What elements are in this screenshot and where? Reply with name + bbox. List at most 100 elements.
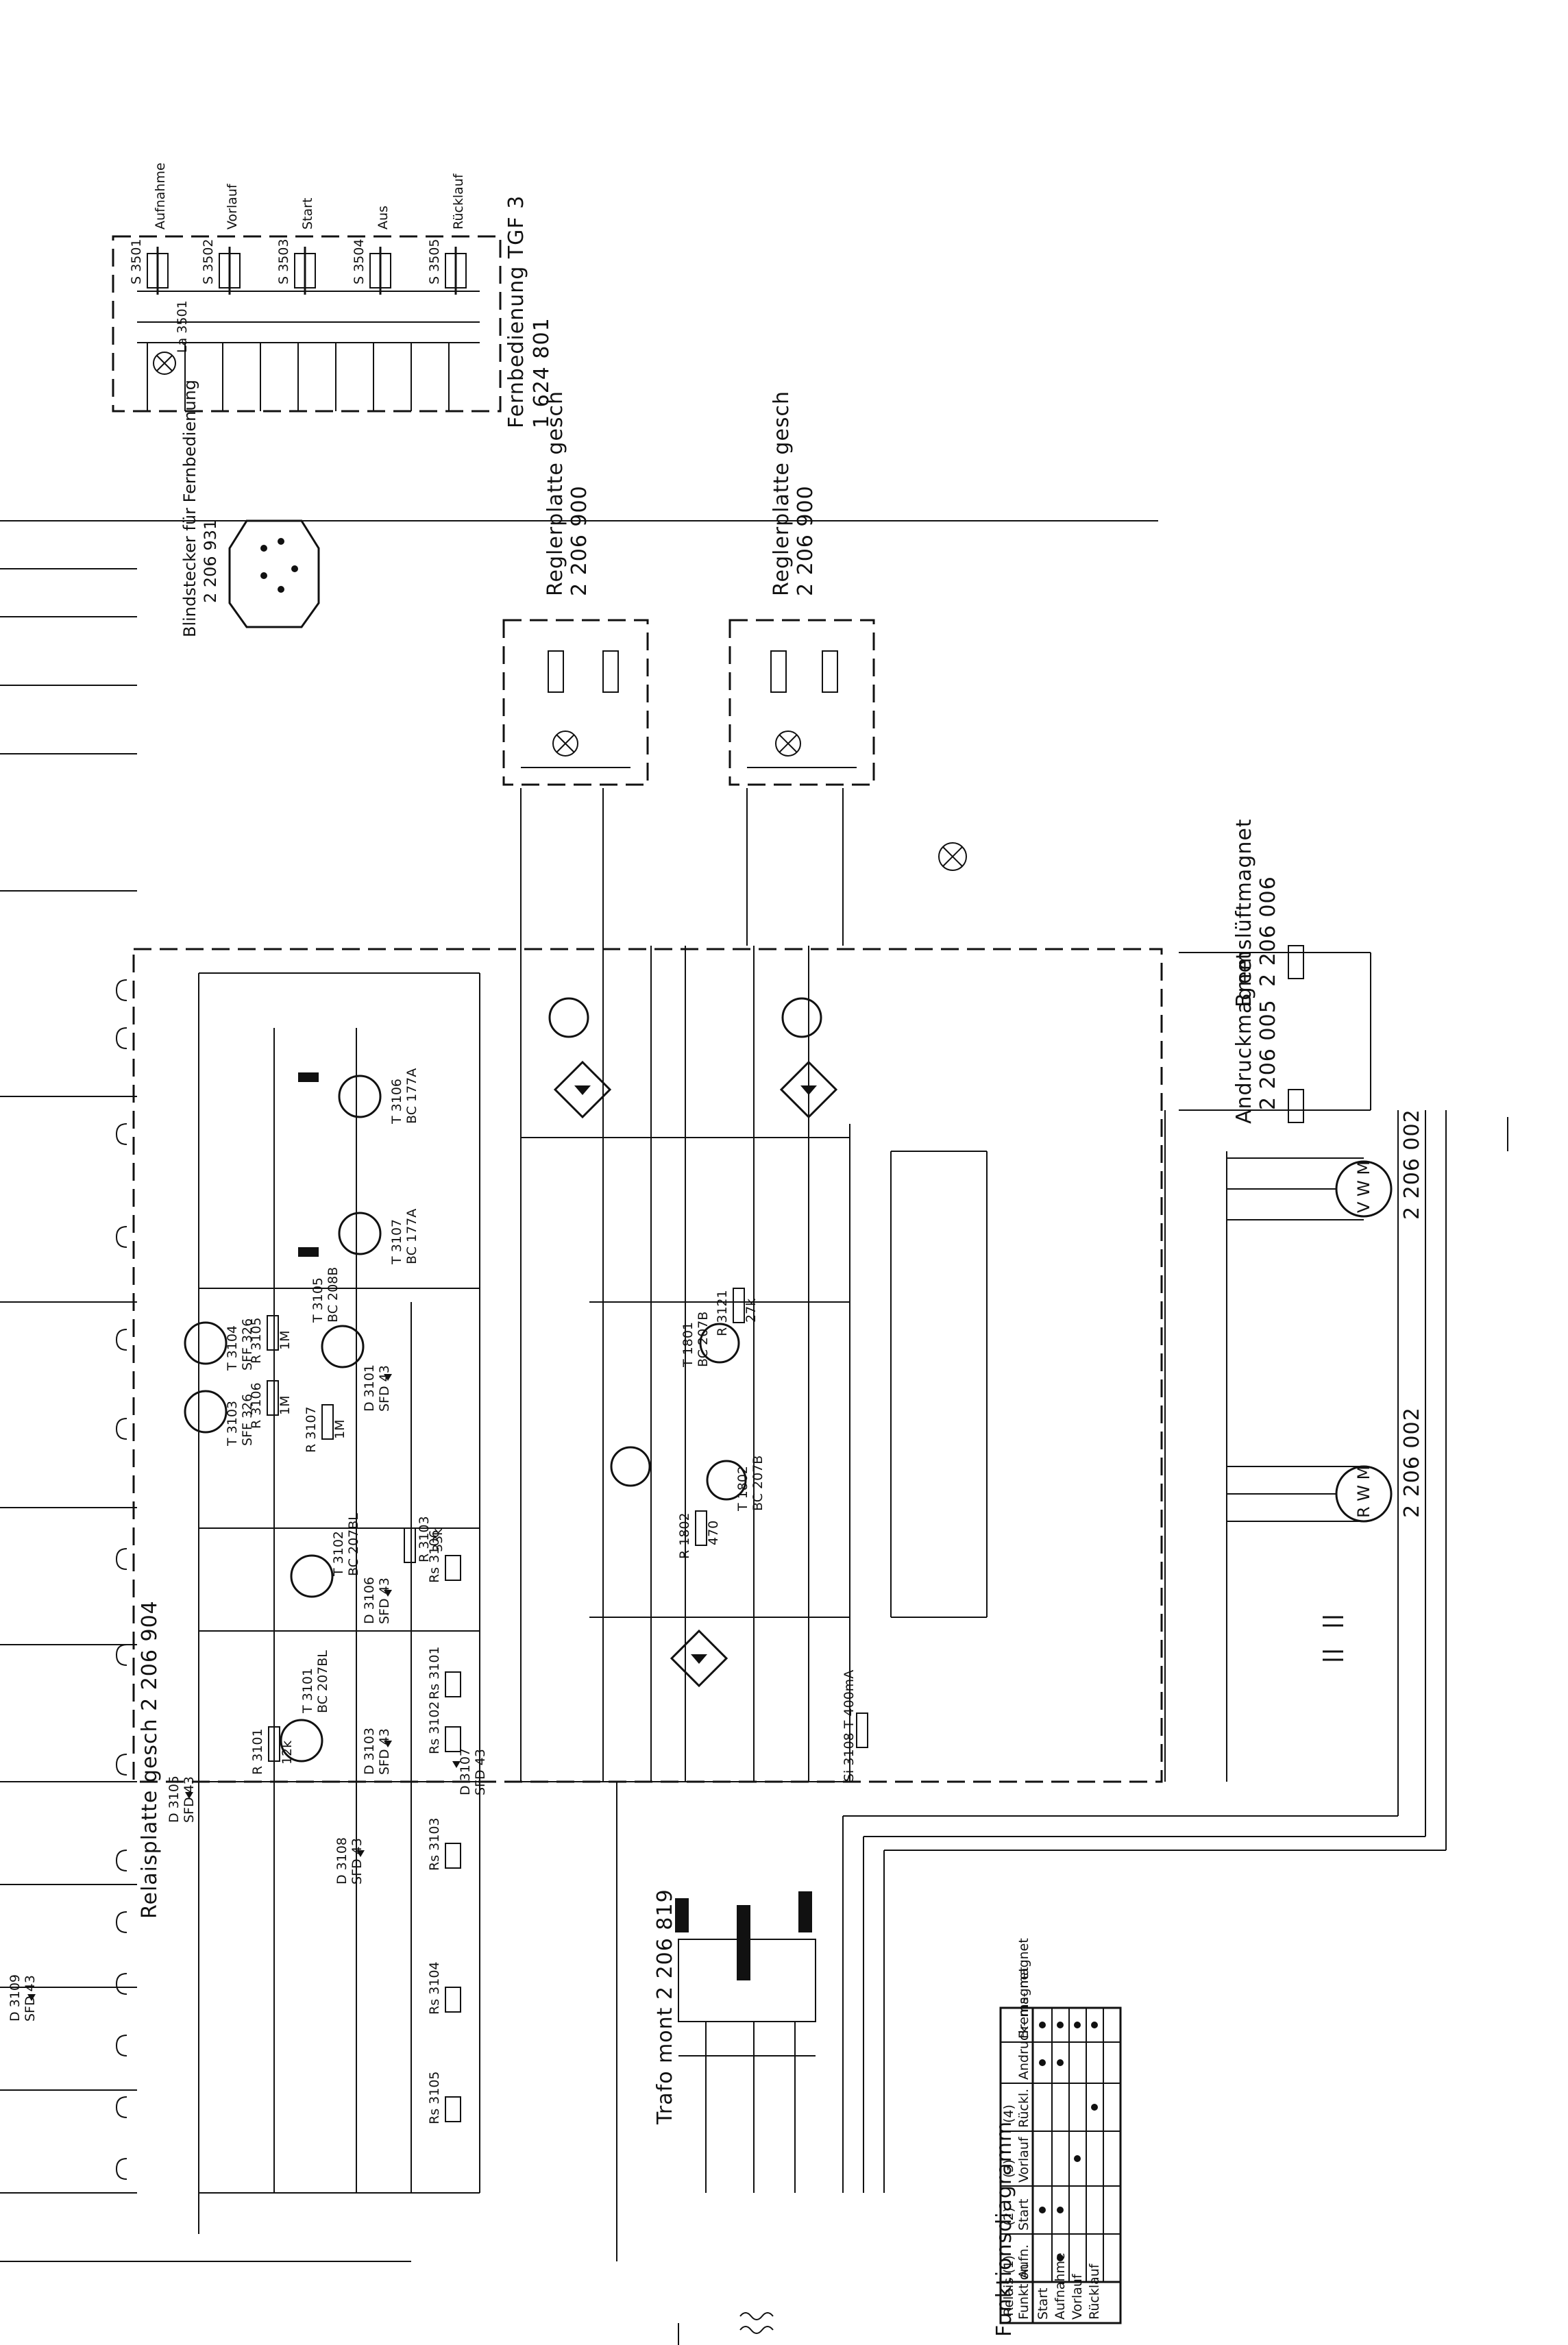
diode-d3105-label: D 3105 xyxy=(167,1776,182,1823)
remote-switch-5-ref: S 3505 xyxy=(427,239,442,284)
rectifier-1-icon xyxy=(553,1060,612,1119)
indicator-lamp-icon xyxy=(153,352,176,375)
transistor-t3107-icon xyxy=(338,1212,382,1255)
diode-d3109-label: D 3109 xyxy=(8,1974,23,2022)
brake-magnet-label: Bremslüftmagnet xyxy=(1232,818,1256,1007)
remote-switch-3: S 3503 Start xyxy=(276,198,316,295)
function-diagram-corner-top: Relais xyxy=(1001,2278,1016,2316)
motor-capacitors xyxy=(1323,1616,1343,1661)
remote-switch-1-ref: S 3501 xyxy=(129,239,144,284)
transistor-t3106-type: BC 177A xyxy=(404,1068,419,1124)
brake-magnet-part-no: 2 206 006 xyxy=(1256,876,1280,987)
diode-d3106-icon xyxy=(384,1590,392,1597)
transistor-t3106-icon xyxy=(338,1075,382,1118)
transistor-t3104-type: SFF 326 xyxy=(240,1318,255,1371)
transistor-t3105-label: T 3105 xyxy=(310,1277,326,1323)
motor-rwm-part-no: 2 206 002 xyxy=(1400,1407,1424,1518)
transistor-t3107-label: T 3107 xyxy=(389,1219,404,1265)
resistor-r3101-value: 12k xyxy=(280,1741,295,1765)
resistor-r3105-value: 1M xyxy=(278,1331,293,1350)
regulator-plate-2: Reglerplatte gesch 2 206 900 xyxy=(728,391,875,786)
diode-d3103-type: SFD 43 xyxy=(377,1728,392,1775)
motor-rwm: R W M 2 206 002 xyxy=(1227,1407,1424,1523)
transistor-t3102-icon xyxy=(290,1554,334,1598)
transistor-t1802a-icon xyxy=(610,1446,651,1487)
regulator-plate-2-outline xyxy=(728,619,875,786)
remote-switch-3-function: Start xyxy=(300,198,315,230)
function-col-5: Andruck- magnet xyxy=(1016,1967,1031,2080)
function-col-6: Brems- magnet xyxy=(1016,1938,1031,2039)
function-mark-r2-c2 xyxy=(1057,2207,1064,2213)
regulator-plate-1-outline xyxy=(502,619,649,786)
resistor-r3103-label: R 3103 xyxy=(417,1516,432,1562)
remote-control-block: La 3501 S 3501 Aufnahme S 3502 Vorlauf S… xyxy=(112,162,554,428)
relay-rs3106-label: Rs 3106 xyxy=(427,1530,442,1584)
resistor-symbols xyxy=(267,1288,745,1762)
relay-plate-label: Relaisplatte gesch 2 206 904 xyxy=(138,1600,162,1919)
function-col-code-3: (3) xyxy=(1001,2159,1016,2178)
rectifier-main-icon xyxy=(670,1629,728,1688)
relay-symbols xyxy=(445,1555,461,2122)
function-mark-r1-c5 xyxy=(1039,2059,1046,2066)
remote-control-outline xyxy=(112,235,502,413)
transistor-t3106-label: T 3106 xyxy=(389,1079,404,1125)
relay-plate-connectors xyxy=(115,979,127,2180)
remote-control-title: Fernbedienung TGF 3 xyxy=(504,195,528,428)
left-wiring xyxy=(0,520,1158,2262)
diode-d3101-icon xyxy=(384,1374,392,1381)
blind-plug-label: Blindstecker für Fernbedienung xyxy=(180,380,199,637)
transistor-t3105-icon xyxy=(321,1325,365,1368)
regulator-plate-2-label: Reglerplatte gesch xyxy=(770,391,794,596)
function-mark-r1-c6 xyxy=(1039,2022,1046,2028)
diode-d3108-type: SFD 43 xyxy=(350,1838,365,1884)
transistor-t1802-label: T 1802 xyxy=(735,1466,750,1512)
function-col-4: Rückl. xyxy=(1016,2089,1031,2128)
function-col-code-2: (2) xyxy=(1001,2207,1016,2226)
function-row-1: Start xyxy=(1036,2288,1051,2320)
function-col-3: Vorlauf xyxy=(1016,2136,1031,2183)
resistor-r3106-value: 1M xyxy=(278,1396,293,1415)
fuse-icon xyxy=(856,1712,868,1748)
function-mark-r2-c1 xyxy=(1057,2255,1064,2261)
transistor-reg2-icon xyxy=(781,997,822,1038)
diode-d3109-icon xyxy=(27,1994,36,2001)
resistor-r1802-value: 470 xyxy=(706,1521,721,1545)
function-col-code-4: (4) xyxy=(1001,2104,1016,2123)
diode-d3108-label: D 3108 xyxy=(334,1837,350,1884)
diode-d3107-icon xyxy=(452,1761,461,1768)
function-mark-r2-c5 xyxy=(1057,2059,1064,2066)
transistor-t3103-type: SFF 326 xyxy=(240,1394,255,1446)
middle-wiring xyxy=(520,788,988,1782)
function-mark-r2-c6 xyxy=(1057,2022,1064,2028)
function-mark-r3-c6 xyxy=(1074,2022,1081,2028)
diode-d3103-label: D 3103 xyxy=(362,1728,377,1775)
remote-switch-4-function: Aus xyxy=(376,206,391,230)
transistor-t3103-label: T 3103 xyxy=(225,1401,240,1447)
transistor-t1801-label: T 1801 xyxy=(681,1322,696,1368)
motor-vwm: V W M 2 206 002 xyxy=(1227,1109,1424,1220)
transistor-t3107-type: BC 177A xyxy=(404,1209,419,1264)
remote-switch-4-ref: S 3504 xyxy=(352,239,367,284)
remote-switch-2: S 3502 Vorlauf xyxy=(201,183,241,295)
diode-d3108-icon xyxy=(356,1850,365,1857)
remote-terminals xyxy=(147,343,450,411)
coil-3301-icon xyxy=(298,1072,319,1082)
transistor-t1801-icon xyxy=(699,1323,740,1364)
resistor-r3107-label: R 3107 xyxy=(304,1406,319,1453)
transistor-t3101-label: T 3101 xyxy=(300,1668,315,1714)
remote-switch-2-function: Vorlauf xyxy=(225,183,240,230)
diode-d3105-type: SFD 43 xyxy=(182,1776,197,1823)
remote-switch-3-ref: S 3503 xyxy=(276,239,291,284)
diode-d3107-type: SFD 43 xyxy=(473,1749,488,1795)
remote-switch-2-ref: S 3502 xyxy=(201,239,216,284)
transformer-block: Trafo mont 2 206 819 xyxy=(616,1782,816,2334)
diode-d3101-label: D 3101 xyxy=(362,1364,377,1412)
function-mark-r4-c4 xyxy=(1091,2104,1098,2111)
fuse-block: Si 3108 T 400mA xyxy=(842,1670,868,1782)
transistor-t1802-type: BC 207B xyxy=(750,1456,765,1511)
transistor-symbols xyxy=(184,997,822,1763)
transistor-t1802b-icon xyxy=(706,1460,747,1501)
remote-switch-1: S 3501 Aufnahme xyxy=(129,162,169,295)
relay-rs3104-label: Rs 3104 xyxy=(427,1962,442,2015)
